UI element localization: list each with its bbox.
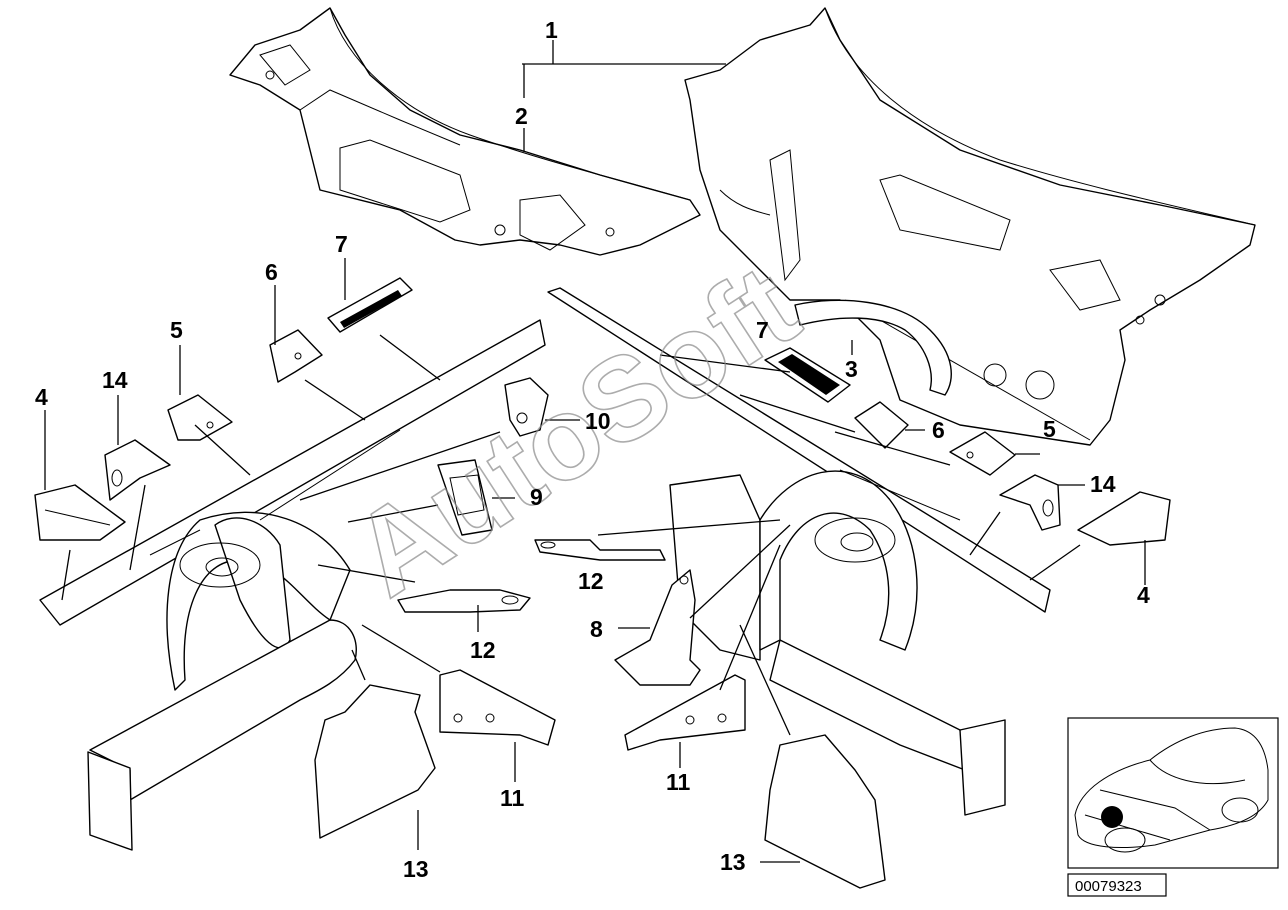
- diagram-code-box: 00079323: [1067, 873, 1167, 897]
- leader-lines: [44, 40, 1146, 863]
- gusset-left-11: [439, 669, 556, 746]
- bracket-10: [504, 377, 549, 437]
- callout-9: 9: [530, 484, 543, 510]
- front-rail-left: [39, 319, 546, 851]
- gusset-right-11: [624, 674, 746, 751]
- callout-10: 10: [585, 408, 611, 434]
- callout-11-left: 11: [500, 785, 525, 811]
- callout-13-left: 13: [403, 856, 429, 882]
- callout-4-right: 4: [1137, 582, 1150, 608]
- bulkhead-panel-right: [684, 7, 1256, 446]
- bracket-right-4: [1077, 491, 1171, 546]
- callout-14-left: 14: [102, 367, 128, 393]
- bracket-8: [614, 569, 701, 686]
- callout-6-left: 6: [265, 259, 278, 285]
- callout-4-left: 4: [35, 384, 48, 410]
- shield-left-13: [314, 684, 436, 839]
- bracket-left-6: [269, 329, 323, 383]
- bracket-12-right: [534, 539, 666, 561]
- bracket-12-left: [397, 589, 531, 613]
- bracket-right-14: [999, 474, 1061, 531]
- callout-8: 8: [590, 616, 603, 642]
- callout-12-left: 12: [470, 637, 496, 663]
- callout-14-right: 14: [1090, 471, 1116, 497]
- callout-1: 1: [545, 17, 558, 43]
- bracket-left-7: [327, 277, 413, 333]
- bulkhead-panel-left: [229, 7, 701, 256]
- bracket-left-5: [167, 394, 233, 441]
- callout-11-right: 11: [666, 769, 691, 795]
- callout-3: 3: [845, 356, 858, 382]
- callout-6-right: 6: [932, 417, 945, 443]
- callout-2: 2: [515, 103, 528, 129]
- bracket-right-6: [854, 401, 909, 449]
- bracket-left-4: [34, 484, 126, 541]
- bracket-right-5: [949, 431, 1016, 476]
- wheel-arch-part-3: [794, 299, 952, 396]
- car-location-inset: [1067, 717, 1279, 869]
- shield-right-13: [764, 734, 886, 889]
- callout-12-right: 12: [578, 568, 604, 594]
- diagram-code: 00079323: [1075, 878, 1142, 895]
- callout-5-right: 5: [1043, 416, 1056, 442]
- callout-7-right: 7: [756, 317, 769, 343]
- bracket-left-14: [104, 439, 171, 501]
- bracket-9: [437, 459, 493, 536]
- callout-labels: 1 2 3 4 4 5 5 6 6 7 7 8 9 10 11 11 12 12…: [35, 17, 1150, 882]
- callout-5-left: 5: [170, 317, 183, 343]
- callout-13-right: 13: [720, 849, 746, 875]
- bracket-right-7: [764, 347, 851, 403]
- callout-7-left: 7: [335, 231, 348, 257]
